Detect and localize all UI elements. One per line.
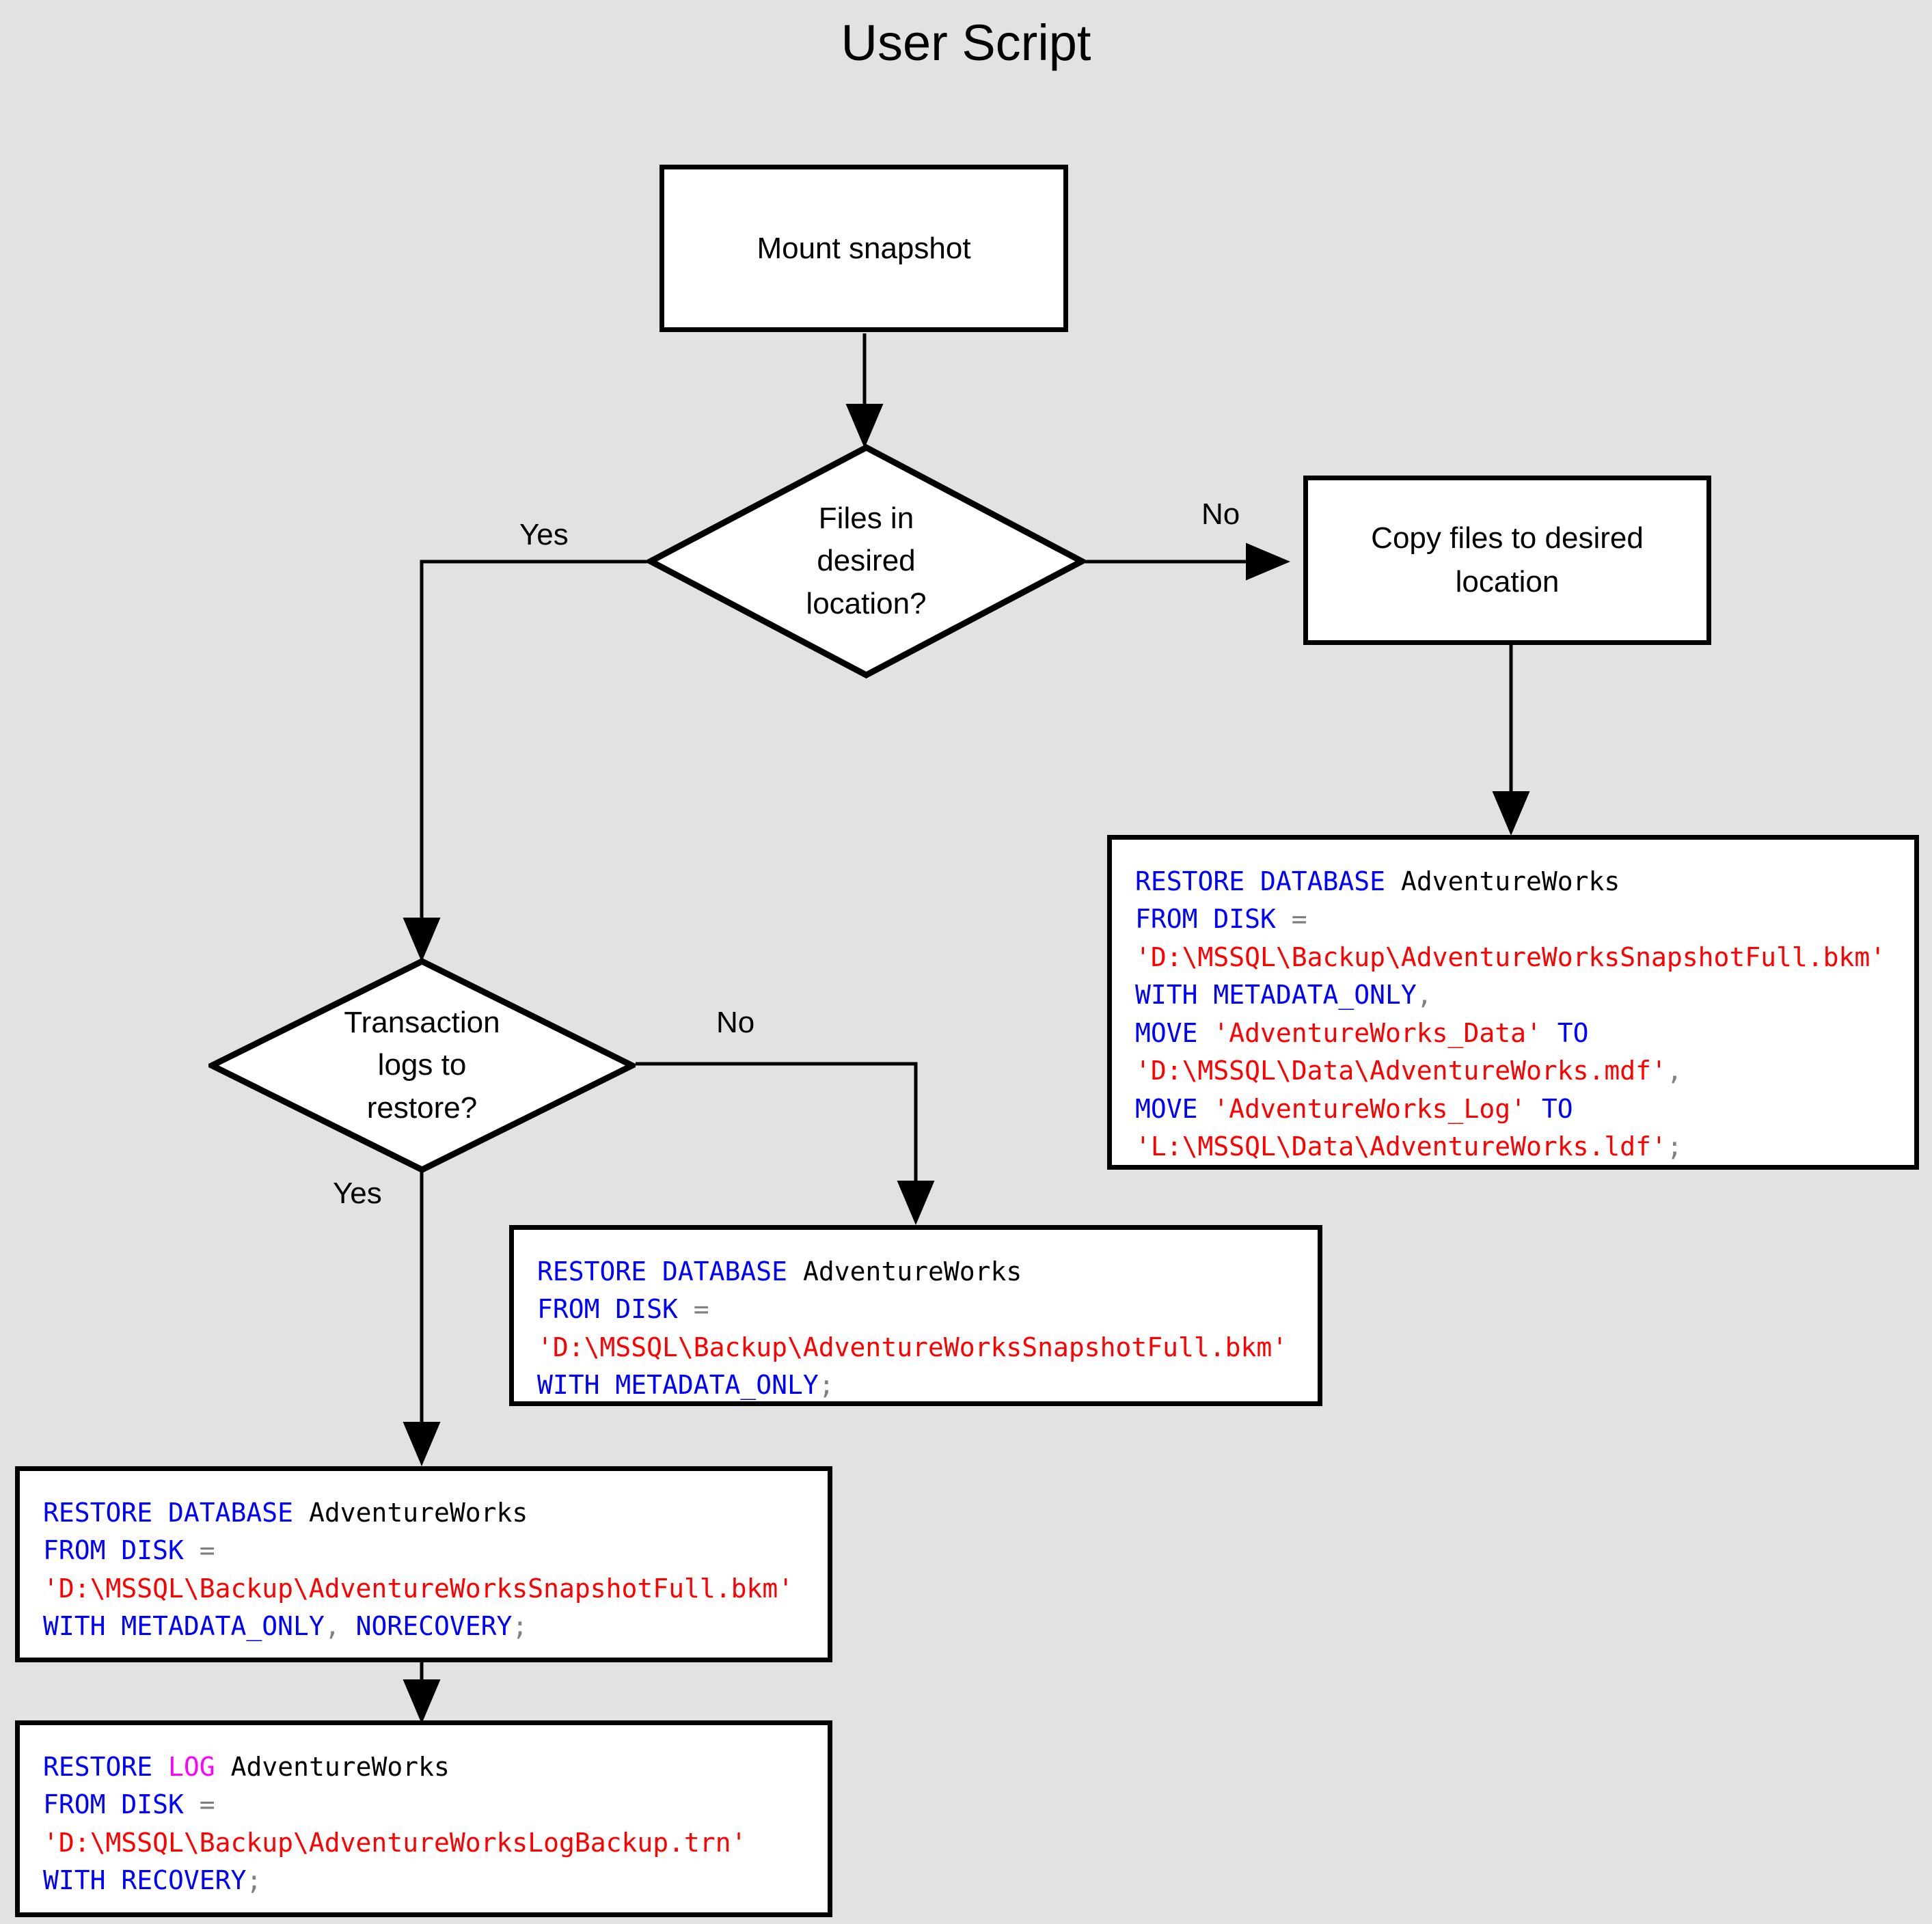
- code-line: 'D:\MSSQL\Backup\AdventureWorksSnapshotF…: [537, 1329, 1297, 1366]
- page-title: User Script: [841, 14, 1091, 71]
- code-token-kw: FROM DISK: [537, 1294, 694, 1325]
- code-line: RESTORE DATABASE AdventureWorks: [537, 1253, 1297, 1291]
- edge-logs-no-to-metadata: [636, 1062, 935, 1226]
- code-line: 'D:\MSSQL\Data\AdventureWorks.mdf',: [1135, 1052, 1894, 1090]
- code-token-pun: ,: [324, 1611, 356, 1642]
- node-copy-files-label: Copy files to desired location: [1371, 521, 1644, 599]
- code-token-kw: WITH METADATA_ONLY: [1135, 980, 1417, 1011]
- code-token-str: 'AdventureWorks_Log': [1213, 1093, 1526, 1124]
- code-token-pun: ,: [1666, 1056, 1683, 1086]
- code-token-str: 'D:\MSSQL\Backup\AdventureWorksSnapshotF…: [1135, 942, 1886, 972]
- code-token-kw: WITH RECOVERY: [43, 1865, 247, 1896]
- code-token-pun: ;: [512, 1611, 528, 1642]
- code-token-kw: FROM DISK: [43, 1535, 200, 1566]
- edge-files-yes-to-logs: [403, 560, 647, 963]
- code-token-kw: RESTORE: [43, 1752, 169, 1782]
- node-logs-decision[interactable]: Transaction logs to restore?: [208, 958, 636, 1173]
- code-token-str: 'D:\MSSQL\Backup\AdventureWorksSnapshotF…: [43, 1573, 794, 1604]
- code-line: FROM DISK =: [1135, 901, 1894, 938]
- code-line: MOVE 'AdventureWorks_Data' TO: [1135, 1015, 1894, 1052]
- code-line: 'D:\MSSQL\Backup\AdventureWorksSnapshotF…: [43, 1570, 807, 1608]
- code-token-kw: FROM DISK: [1135, 904, 1292, 935]
- code-token-str: 'D:\MSSQL\Backup\AdventureWorksLogBackup…: [43, 1827, 747, 1858]
- code-token-pun: ;: [818, 1370, 834, 1401]
- code-token-kw: NORECOVERY: [355, 1611, 513, 1642]
- node-mount-snapshot-label: Mount snapshot: [757, 231, 971, 265]
- code-token-pun: ;: [246, 1865, 262, 1896]
- code-line: WITH METADATA_ONLY,: [1135, 976, 1894, 1014]
- code-line: FROM DISK =: [537, 1291, 1297, 1328]
- code-token-ident: AdventureWorks: [308, 1498, 528, 1528]
- code-line: RESTORE LOG AdventureWorks: [43, 1748, 807, 1786]
- edge-label-files-no: No: [1201, 497, 1240, 531]
- code-token-pun: =: [693, 1294, 709, 1325]
- code-token-kw: WITH METADATA_ONLY: [43, 1611, 325, 1642]
- code-token-kw: MOVE: [1135, 1017, 1214, 1048]
- code-line: FROM DISK =: [43, 1786, 807, 1824]
- code-line: MOVE 'AdventureWorks_Log' TO: [1135, 1090, 1894, 1128]
- code-line: RESTORE DATABASE AdventureWorks: [43, 1494, 807, 1532]
- code-token-pun: =: [1291, 904, 1307, 935]
- code-token-ident: AdventureWorks: [802, 1256, 1022, 1287]
- code-token-kw: RESTORE DATABASE: [43, 1498, 309, 1528]
- code-token-pun: ,: [1416, 980, 1432, 1011]
- code-token-kw: WITH METADATA_ONLY: [537, 1370, 819, 1401]
- code-line: 'D:\MSSQL\Backup\AdventureWorksSnapshotF…: [1135, 939, 1894, 976]
- code-token-kw: TO: [1525, 1093, 1573, 1124]
- code-line: RESTORE DATABASE AdventureWorks: [1135, 863, 1894, 901]
- code-line: WITH METADATA_ONLY, NORECOVERY;: [43, 1608, 807, 1645]
- code-token-kw: RESTORE DATABASE: [537, 1256, 803, 1287]
- edge-label-files-yes: Yes: [519, 518, 569, 551]
- code-token-kw: TO: [1541, 1017, 1589, 1048]
- edge-label-logs-yes: Yes: [333, 1177, 382, 1210]
- code-token-kw: FROM DISK: [43, 1789, 200, 1820]
- code-token-kw: RESTORE DATABASE: [1135, 866, 1401, 896]
- node-copy-files[interactable]: Copy files to desired location: [1303, 476, 1711, 645]
- code-line: FROM DISK =: [43, 1532, 807, 1569]
- code-line: WITH RECOVERY;: [43, 1862, 807, 1899]
- node-files-decision-label: Files in desired location?: [806, 501, 927, 620]
- node-files-decision[interactable]: Files in desired location?: [647, 444, 1085, 678]
- code-token-pun: =: [199, 1789, 215, 1820]
- edge-label-logs-no: No: [716, 1006, 755, 1039]
- code-line: WITH METADATA_ONLY;: [537, 1366, 1297, 1401]
- code-token-str: 'D:\MSSQL\Data\AdventureWorks.mdf': [1135, 1056, 1667, 1086]
- code-token-str: 'D:\MSSQL\Backup\AdventureWorksSnapshotF…: [537, 1332, 1288, 1362]
- code-token-str: 'L:\MSSQL\Data\AdventureWorks.ldf': [1135, 1131, 1667, 1162]
- code-line: 'D:\MSSQL\Backup\AdventureWorksLogBackup…: [43, 1824, 807, 1862]
- code-token-ident: [215, 1752, 231, 1782]
- code-token-kw2: LOG: [168, 1752, 215, 1782]
- code-token-str: 'AdventureWorks_Data': [1213, 1017, 1542, 1048]
- code-token-pun: =: [199, 1535, 215, 1566]
- code-token-kw: MOVE: [1135, 1093, 1214, 1124]
- code-token-ident: AdventureWorks: [1400, 866, 1620, 896]
- code-line: 'L:\MSSQL\Data\AdventureWorks.ldf';: [1135, 1128, 1894, 1165]
- node-mount-snapshot[interactable]: Mount snapshot: [659, 165, 1068, 332]
- code-token-pun: ;: [1666, 1131, 1683, 1162]
- code-token-ident: AdventureWorks: [230, 1752, 450, 1782]
- node-logs-decision-label: Transaction logs to restore?: [344, 1005, 500, 1125]
